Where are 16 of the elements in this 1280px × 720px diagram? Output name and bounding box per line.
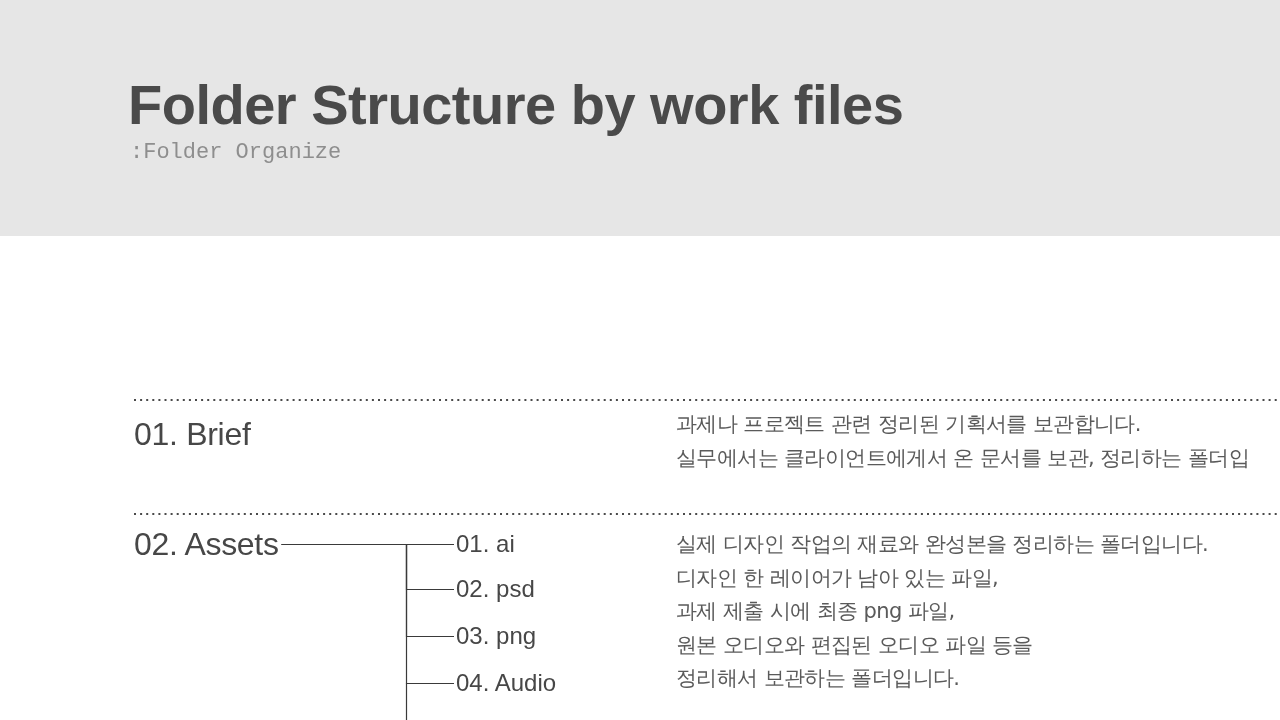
description-text: 과제나 프로젝트 관련 정리된 기획서를 보관합니다. [676,411,1141,438]
folder-name: 01. Brief [134,415,251,454]
subfolder-name: 01. ai [456,530,515,559]
description-text: 과제 제출 시에 최종 png 파일, [676,598,955,625]
description-text: 정리해서 보관하는 폴더입니다. [676,665,960,692]
description-text: 디자인 한 레이어가 남아 있는 파일, [676,564,999,592]
subfolder-name: 04. Audio [456,669,557,698]
page-title: Folder Structure by work files [128,73,904,138]
folder-name: 02. Assets [134,525,279,564]
connector-line [281,543,455,685]
subtitle-text: :Folder Organize [130,140,342,167]
subfolder-name: 03. png [456,622,537,651]
description-text: 실제 디자인 작업의 재료와 완성본을 정리하는 폴더입니다. [676,531,1209,558]
subfolder-name: 02. psd [456,575,535,604]
description-text: 실무에서는 클라이언트에게서 온 문서를 보관, 정리하는 폴더입 [676,444,1249,472]
description-text: 원본 오디오와 편집된 오디오 파일 등을 [676,631,1033,659]
